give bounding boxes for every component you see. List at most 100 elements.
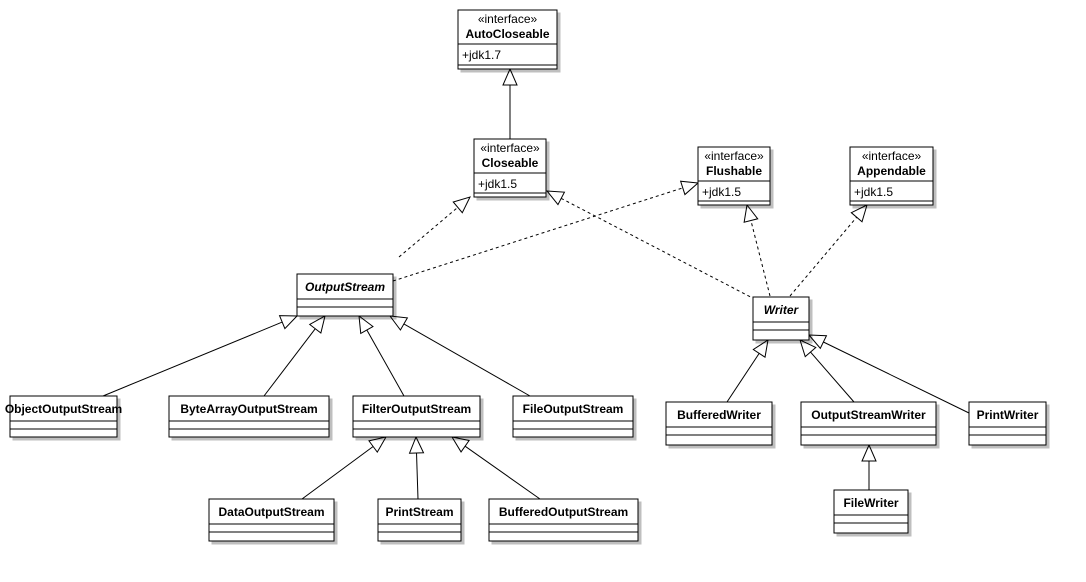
class-box-outputstreamwriter[interactable]: OutputStreamWriter [800,401,937,446]
class-box-filewriter[interactable]: FileWriter [833,489,909,534]
class-frame [473,138,547,198]
class-stereotype: «interface» [480,141,540,155]
generalization-arrow-fileoutputstream-to-outputstream [388,315,531,397]
class-frame [168,395,330,438]
class-name: BufferedOutputStream [499,505,628,519]
realization-arrow-outputstream-to-closeable [398,196,471,258]
connector-line [823,341,970,414]
class-name: Writer [764,303,800,317]
generalization-arrow-bufferedoutputstream-to-filteroutputstream [450,436,541,500]
connector-line [560,197,767,306]
hollow-triangle-arrowhead [450,436,470,453]
class-frame [457,9,558,70]
class-stereotype: «interface» [704,149,764,163]
class-box-fileoutputstream[interactable]: FileOutputStream [512,395,634,438]
class-frame [296,273,394,317]
connector-line [102,321,283,397]
hollow-triangle-arrowhead [545,190,566,206]
hollow-triangle-arrowhead [368,436,388,454]
hollow-triangle-arrowhead [308,315,326,334]
class-box-dataoutputstream[interactable]: DataOutputStream [208,498,335,542]
class-name: OutputStream [305,280,385,294]
hollow-triangle-arrowhead [861,443,877,462]
class-attribute: +jdk1.5 [478,177,517,191]
class-box-printwriter[interactable]: PrintWriter [968,401,1047,446]
realization-arrow-writer-to-closeable [545,190,767,306]
generalization-arrow-dataoutputstream-to-filteroutputstream [301,436,388,500]
class-name: ByteArrayOutputStream [180,402,317,416]
hollow-triangle-arrowhead [452,196,471,214]
class-box-bufferedwriter[interactable]: BufferedWriter [665,401,773,446]
connector-line [789,216,858,297]
class-box-bufferedoutputstream[interactable]: BufferedOutputStream [488,498,639,542]
class-name: DataOutputStream [218,505,324,519]
hollow-triangle-arrowhead [850,204,868,223]
hollow-triangle-arrowhead [807,334,828,350]
class-frame [377,498,462,542]
class-box-writer[interactable]: Writer [752,296,810,341]
class-layer: «interface»AutoCloseable+jdk1.7«interfac… [5,9,1047,542]
class-frame [352,395,481,438]
realization-arrow-outputstream-to-flushable [392,180,700,282]
generalization-arrow-bytearrayoutputstream-to-outputstream [263,315,326,397]
class-frame [849,146,934,206]
class-frame [833,489,909,534]
hollow-triangle-arrowhead [502,67,518,86]
connector-line [810,351,855,403]
class-frame [968,401,1047,446]
relationship-layer [102,67,970,500]
class-name: OutputStreamWriter [811,408,926,422]
class-attribute: +jdk1.5 [854,185,893,199]
class-box-objectoutputstream[interactable]: ObjectOutputStream [5,395,122,438]
class-name: BufferedWriter [677,408,761,422]
class-attribute: +jdk1.7 [462,48,501,62]
connector-line [726,353,760,403]
class-frame [752,296,810,341]
class-frame [665,401,773,446]
generalization-arrow-closeable-to-autocloseable [502,67,518,139]
hollow-triangle-arrowhead [799,339,817,358]
generalization-arrow-outputstreamwriter-to-writer [799,339,855,403]
class-frame [800,401,937,446]
class-box-filteroutputstream[interactable]: FilterOutputStream [352,395,481,438]
class-box-bytearrayoutputstream[interactable]: ByteArrayOutputStream [168,395,330,438]
class-name: FilterOutputStream [362,402,471,416]
generalization-arrow-filteroutputstream-to-outputstream [358,314,405,397]
hollow-triangle-arrowhead [358,314,374,335]
connector-line [392,187,683,282]
class-box-printstream[interactable]: PrintStream [377,498,462,542]
class-name: PrintStream [385,505,453,519]
realization-arrow-writer-to-flushable [743,203,771,297]
class-frame [512,395,634,438]
class-frame [208,498,335,542]
class-box-autocloseable[interactable]: «interface»AutoCloseable +jdk1.7 [457,9,558,70]
class-stereotype: «interface» [862,149,922,163]
class-box-appendable[interactable]: «interface»Appendable +jdk1.5 [849,146,934,206]
class-name: AutoCloseable [465,27,549,41]
class-name: PrintWriter [977,408,1039,422]
class-box-closeable[interactable]: «interface»Closeable +jdk1.5 [473,138,547,198]
generalization-arrow-printwriter-to-writer [807,334,970,414]
generalization-arrow-objectoutputstream-to-outputstream [102,315,299,397]
connector-line [464,445,541,500]
connector-line [263,328,316,397]
class-frame [697,146,771,206]
class-name: FileOutputStream [523,402,624,416]
class-box-flushable[interactable]: «interface»Flushable+jdk1.5 [697,146,771,206]
hollow-triangle-arrowhead [408,435,425,454]
hollow-triangle-arrowhead [278,315,299,330]
class-name: Closeable [482,156,539,170]
connector-line [750,220,771,297]
class-frame [488,498,639,542]
class-name: Appendable [857,164,926,178]
generalization-arrow-filewriter-to-outputstreamwriter [861,443,877,490]
class-stereotype: «interface» [478,12,538,26]
connector-line [398,206,459,258]
hollow-triangle-arrowhead [752,338,769,359]
class-box-outputstream[interactable]: OutputStream [296,273,394,317]
hollow-triangle-arrowhead [679,180,700,196]
hollow-triangle-arrowhead [743,203,759,223]
connector-line [416,452,419,500]
generalization-arrow-bufferedwriter-to-writer [726,338,769,403]
